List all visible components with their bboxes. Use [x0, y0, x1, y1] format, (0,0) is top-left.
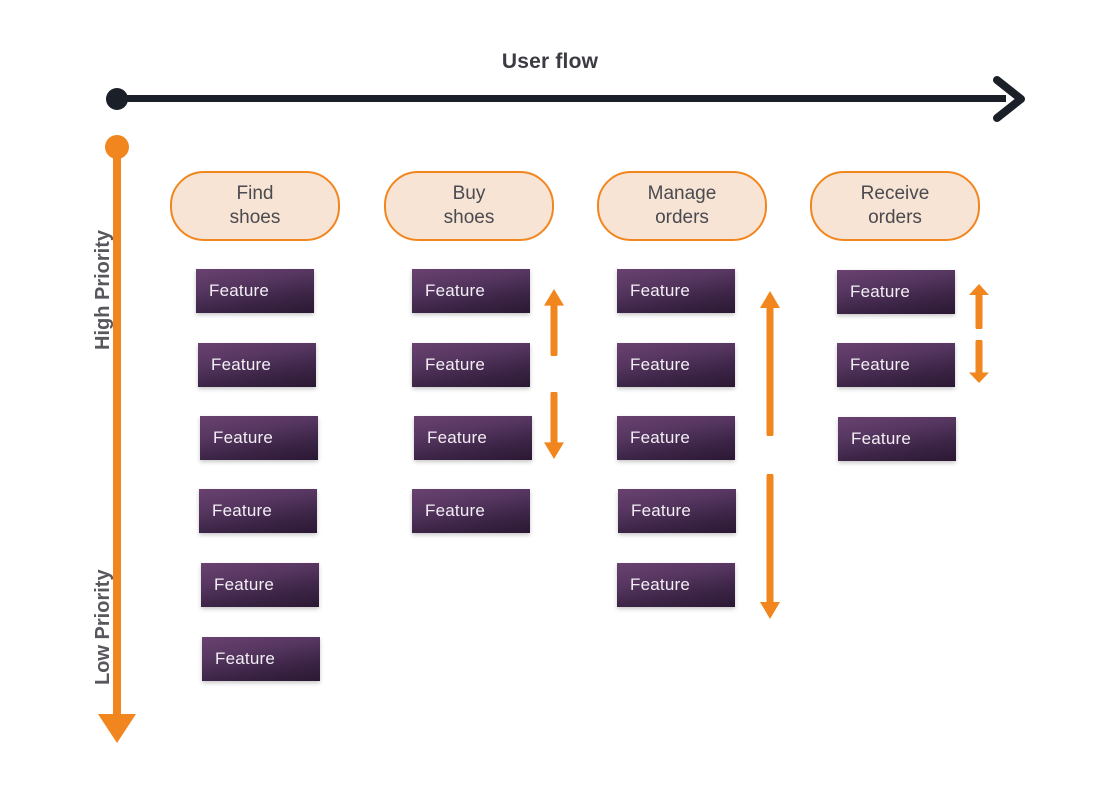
flow-axis-start-dot — [106, 88, 128, 110]
feature-card[interactable]: Feature — [196, 269, 314, 313]
feature-card-label: Feature — [214, 575, 274, 594]
feature-card[interactable]: Feature — [412, 489, 530, 533]
priority-axis-arrow-icon — [96, 700, 138, 744]
feature-card-label: Feature — [630, 355, 690, 374]
feature-card[interactable]: Feature — [202, 637, 320, 681]
column-header-label: Manage orders — [647, 182, 717, 228]
feature-card-label: Feature — [425, 281, 485, 300]
flow-axis-arrow-icon — [992, 74, 1026, 124]
priority-axis-high-label: High Priority — [92, 229, 114, 350]
feature-card[interactable]: Feature — [617, 343, 735, 387]
feature-card-label: Feature — [630, 575, 690, 594]
column-header-find-shoes[interactable]: Find shoes — [170, 171, 340, 241]
feature-card[interactable]: Feature — [617, 416, 735, 460]
flow-axis-line — [124, 95, 1006, 102]
feature-card-label: Feature — [213, 428, 273, 447]
column-header-manage-orders[interactable]: Manage orders — [597, 171, 767, 241]
column-header-label: Buy shoes — [443, 182, 495, 228]
priority-arrow-down-icon — [966, 338, 992, 384]
feature-card-label: Feature — [851, 429, 911, 448]
priority-axis-low-label: Low Priority — [92, 569, 114, 685]
feature-card[interactable]: Feature — [198, 343, 316, 387]
feature-card-label: Feature — [425, 501, 485, 520]
feature-card-label: Feature — [630, 281, 690, 300]
feature-card[interactable]: Feature — [837, 343, 955, 387]
feature-card-label: Feature — [215, 649, 275, 668]
priority-arrow-up-icon — [541, 288, 567, 358]
feature-card-label: Feature — [630, 428, 690, 447]
feature-card-label: Feature — [425, 355, 485, 374]
priority-arrow-down-icon — [541, 390, 567, 460]
flow-axis-title: User flow — [501, 50, 599, 73]
feature-card[interactable]: Feature — [414, 416, 532, 460]
feature-card-label: Feature — [850, 282, 910, 301]
column-header-buy-shoes[interactable]: Buy shoes — [384, 171, 554, 241]
feature-card[interactable]: Feature — [837, 270, 955, 314]
column-header-label: Find shoes — [229, 182, 281, 228]
feature-card-label: Feature — [631, 501, 691, 520]
feature-card[interactable]: Feature — [200, 416, 318, 460]
feature-card-label: Feature — [211, 355, 271, 374]
feature-card[interactable]: Feature — [618, 489, 736, 533]
feature-card[interactable]: Feature — [617, 269, 735, 313]
priority-arrow-up-icon — [966, 283, 992, 331]
feature-card-label: Feature — [850, 355, 910, 374]
column-header-receive-orders[interactable]: Receive orders — [810, 171, 980, 241]
feature-card-label: Feature — [209, 281, 269, 300]
column-header-label: Receive orders — [860, 182, 930, 228]
feature-card-label: Feature — [212, 501, 272, 520]
feature-card[interactable]: Feature — [838, 417, 956, 461]
feature-card-label: Feature — [427, 428, 487, 447]
priority-axis-line — [113, 152, 121, 717]
priority-arrow-up-icon — [757, 290, 783, 438]
priority-arrow-down-icon — [757, 472, 783, 620]
feature-card[interactable]: Feature — [199, 489, 317, 533]
feature-card[interactable]: Feature — [201, 563, 319, 607]
feature-card[interactable]: Feature — [412, 343, 530, 387]
feature-card[interactable]: Feature — [412, 269, 530, 313]
feature-card[interactable]: Feature — [617, 563, 735, 607]
